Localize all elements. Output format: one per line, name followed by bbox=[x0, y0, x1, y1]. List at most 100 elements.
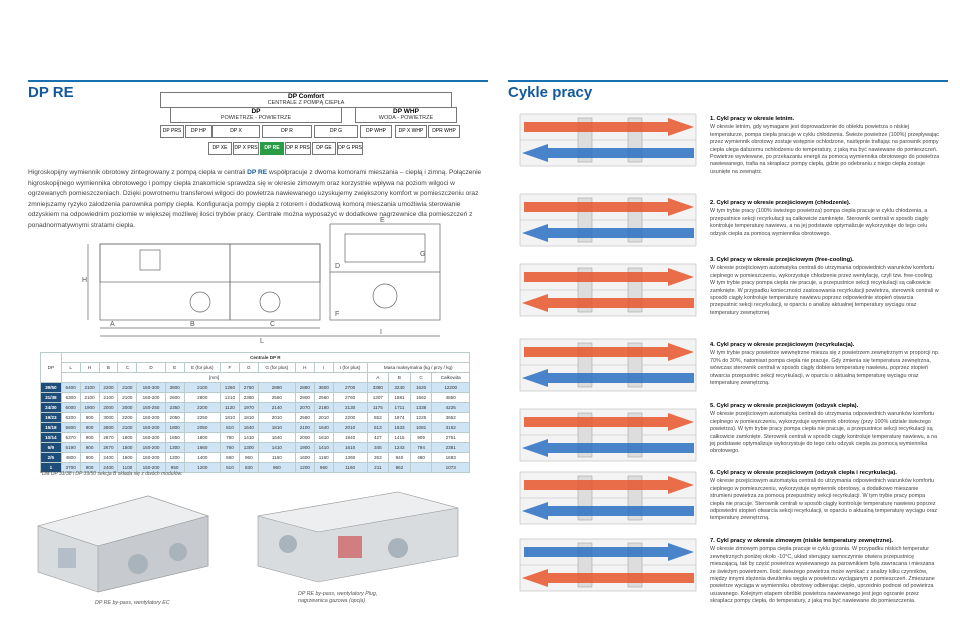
table-cell bbox=[409, 462, 433, 473]
model-dp-whp: DP WHP bbox=[360, 125, 392, 138]
table-cell: 427 bbox=[366, 432, 390, 443]
table-cell: 2760 bbox=[238, 382, 259, 393]
unit-image-plug bbox=[257, 491, 459, 583]
table-cell: 2670 bbox=[98, 432, 119, 443]
table-cell: 760 bbox=[219, 432, 240, 443]
model-dp-x-prs: DP X PRS bbox=[233, 142, 259, 155]
table-cell: 480 bbox=[409, 452, 433, 463]
table-cell: 1410 bbox=[313, 442, 334, 453]
table-cell: 1650 bbox=[164, 432, 185, 443]
table-cell: 4800 bbox=[60, 452, 81, 463]
table-cell: 2670 bbox=[98, 442, 119, 453]
table-cell: 1243 bbox=[388, 442, 411, 453]
table-cell: 553 bbox=[366, 412, 390, 423]
cycle-diagram-7 bbox=[519, 538, 697, 592]
whp-title: DP WHP bbox=[393, 108, 419, 115]
intro-prefix: Higroskopijny wymiennik obrotowy zintegr… bbox=[28, 169, 248, 176]
table-cell: 760 bbox=[219, 442, 240, 453]
cycle-mode-title: 2. Cykl pracy w okresie przejściowym (ch… bbox=[710, 200, 851, 206]
table-cell: 900 bbox=[79, 412, 100, 423]
dim-f: F bbox=[335, 311, 339, 318]
table-cell: 3380 bbox=[366, 382, 390, 393]
table-cell: 960 bbox=[313, 462, 334, 473]
table-row-label: 19/23 bbox=[40, 412, 62, 423]
cycle-diagram-3 bbox=[519, 263, 697, 317]
dim-b: B bbox=[190, 321, 195, 328]
table-cell: 1081 bbox=[409, 422, 433, 433]
table-cell: 1660 bbox=[183, 442, 221, 453]
table-title: Centrale DP R bbox=[60, 352, 471, 363]
table-header: G bbox=[238, 362, 259, 373]
table-cell: 810 bbox=[219, 422, 240, 433]
table-cell: 2000 bbox=[294, 432, 315, 443]
table-cell: 150-250 bbox=[136, 402, 166, 413]
model-dp-xe: DP XE bbox=[208, 142, 232, 155]
cycle-mode-text: W tym trybie pracy powietrze wewnętrzne … bbox=[710, 350, 940, 387]
table-mass-col: B bbox=[388, 372, 411, 383]
table-cell: 1874 bbox=[388, 412, 411, 423]
table-cell: 1410 bbox=[238, 432, 259, 443]
table-cell: 1900 bbox=[79, 402, 100, 413]
dim-d: D bbox=[335, 263, 340, 270]
page-title: DP RE bbox=[28, 84, 74, 101]
table-cell: 1800 bbox=[183, 432, 221, 443]
table-cell: 5190 bbox=[60, 442, 81, 453]
table-cell: 1662 bbox=[409, 392, 433, 403]
dim-i: I bbox=[380, 329, 382, 336]
table-header: I (for plus) bbox=[332, 362, 368, 373]
table-cell: 513 bbox=[366, 422, 390, 433]
cycle-mode-title: 6. Cykl pracy w okresie przejściowym (od… bbox=[710, 470, 897, 476]
table-cell: 263 bbox=[366, 452, 390, 463]
table-cell: 2800 bbox=[183, 392, 221, 403]
caption-plug-line2: nagrzewnica gazowa (opcja) bbox=[298, 598, 366, 604]
cycle-mode-text: W okresie zimowym pompa ciepła pracuje w… bbox=[710, 546, 935, 605]
table-cell: 2130 bbox=[332, 402, 368, 413]
table-cell: 1810 bbox=[257, 422, 296, 433]
table-cell: 3000 bbox=[98, 412, 119, 423]
table-cell: 3240 bbox=[388, 382, 411, 393]
intro-bold: DP RE bbox=[247, 169, 268, 176]
table-header: H bbox=[79, 362, 100, 373]
model-dp-x-whp: DP X WHP bbox=[395, 125, 427, 138]
table-cell: 1610 bbox=[313, 432, 334, 443]
cycle-mode-text: W tym trybie pracy (100% świeżego powiet… bbox=[710, 208, 929, 237]
dp-title: DP bbox=[251, 108, 261, 115]
table-cell: 2800 bbox=[98, 422, 119, 433]
intro-text: Higroskopijny wymiennik obrotowy zintegr… bbox=[28, 168, 488, 231]
cycle-mode-3: 3. Cykl pracy w okresie przejściowym (fr… bbox=[710, 257, 940, 317]
cycle-diagram-1 bbox=[519, 113, 697, 167]
table-cell: 2010 bbox=[257, 412, 296, 423]
table-note: *Dla DP 31/38 i DP 39/50 sekcja B składa… bbox=[40, 471, 183, 477]
table-mass-col: A bbox=[366, 372, 390, 383]
table-cell: 2400 bbox=[98, 462, 119, 473]
table-cell: 1073 bbox=[431, 462, 470, 473]
table-cell: 2560 bbox=[313, 392, 334, 403]
table-cell: 150-200 bbox=[136, 442, 166, 453]
table-cell: 6200 bbox=[60, 412, 81, 423]
cycle-mode-4: 4. Cykl pracy w okresie przejściowym (re… bbox=[710, 342, 940, 387]
table-cell: 2010 bbox=[332, 422, 368, 433]
cycle-mode-title: 4. Cykl pracy w okresie przejściowym (re… bbox=[710, 342, 855, 348]
model-dp-r-prs: DP R PRS bbox=[285, 142, 311, 155]
table-cell: 2100 bbox=[294, 422, 315, 433]
table-cell: 830 bbox=[238, 462, 259, 473]
table-header: G (for plus) bbox=[257, 362, 296, 373]
table-cell: 150-200 bbox=[136, 452, 166, 463]
table-cell: 6400 bbox=[60, 382, 81, 393]
table-cell: 5600 bbox=[60, 422, 81, 433]
table-cell: 2560 bbox=[257, 392, 296, 403]
dim-c: C bbox=[270, 321, 275, 328]
table-cell: 2100 bbox=[117, 382, 138, 393]
table-cell: 2050 bbox=[183, 422, 221, 433]
cycle-diagram-5 bbox=[519, 408, 697, 462]
table-mass-col: Całkowita bbox=[431, 372, 470, 383]
table-cell: 2360 bbox=[238, 392, 259, 403]
table-cell: 1160 bbox=[313, 452, 334, 463]
table-cell: 2250 bbox=[183, 412, 221, 423]
table-cell: 3600 bbox=[164, 382, 185, 393]
table-cell: 3600 bbox=[313, 382, 334, 393]
